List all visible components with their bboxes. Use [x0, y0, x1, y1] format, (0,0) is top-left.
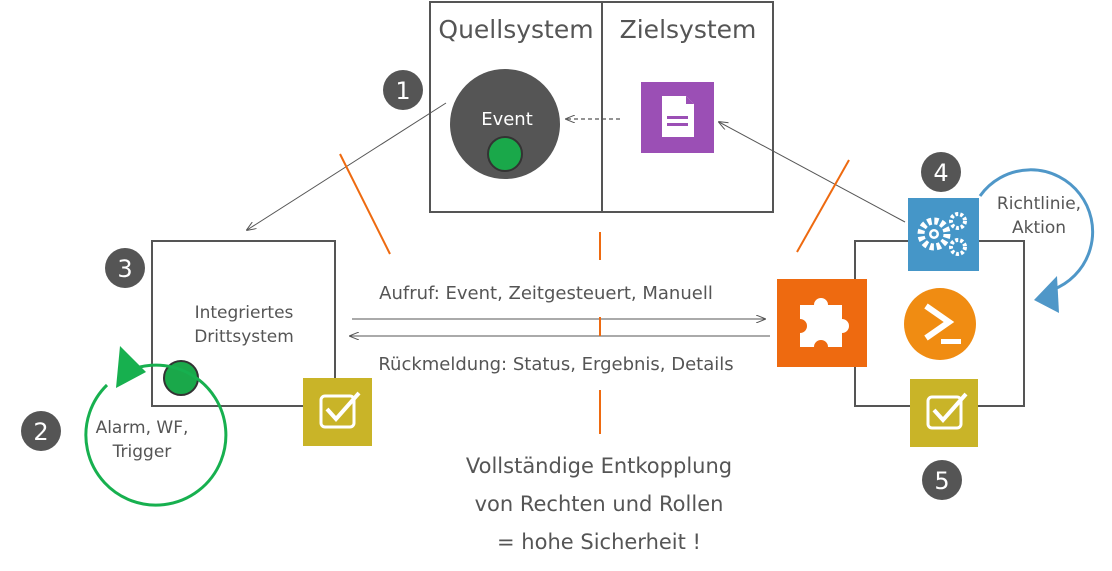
puzzle-icon [777, 279, 867, 367]
trigger-loop-label-2: Trigger [112, 442, 172, 462]
feedback-arrow-label: Rückmeldung: Status, Ergebnis, Details [378, 354, 733, 375]
checkbox-icon [303, 378, 372, 446]
gears-icon [908, 198, 979, 271]
step-badge-2: 2 [21, 411, 61, 451]
source-system-title: Quellsystem [438, 15, 593, 44]
arrow-policy-to-document [719, 122, 906, 223]
svg-text:5: 5 [934, 467, 949, 495]
call-arrow-label: Aufruf: Event, Zeitgesteuert, Manuell [379, 283, 713, 304]
event-label: Event [481, 109, 533, 130]
document-icon [641, 82, 714, 153]
target-system-title: Zielsystem [620, 15, 757, 44]
svg-text:1: 1 [395, 77, 410, 105]
step-badge-1: 1 [383, 70, 423, 110]
powershell-icon [904, 288, 976, 360]
step-badge-5: 5 [922, 460, 962, 500]
svg-text:2: 2 [33, 418, 48, 446]
third-party-label-2: Drittsystem [194, 327, 294, 347]
step-badge-3: 3 [105, 248, 145, 288]
checkbox-icon-right [910, 379, 978, 447]
decoupling-lines [339, 153, 850, 434]
event-status-dot [487, 136, 523, 172]
trigger-loop: Alarm, WF, Trigger [84, 346, 228, 507]
event-circle: Event [450, 69, 560, 179]
svg-text:4: 4 [933, 159, 948, 187]
svg-text:3: 3 [117, 255, 132, 283]
policy-loop: Richtlinie, Aktion [978, 168, 1095, 313]
policy-loop-label-2: Aktion [1012, 218, 1066, 238]
trigger-loop-label-1: Alarm, WF, [96, 418, 189, 438]
decoupling-line-3: = hohe Sicherheit ! [497, 530, 701, 554]
decoupling-line-1: Vollständige Entkopplung [466, 454, 732, 478]
policy-loop-label-1: Richtlinie, [997, 194, 1081, 214]
third-party-label-1: Integriertes [195, 303, 294, 323]
decoupling-line-2: von Rechten und Rollen [475, 492, 724, 516]
step-badge-4: 4 [921, 152, 961, 192]
